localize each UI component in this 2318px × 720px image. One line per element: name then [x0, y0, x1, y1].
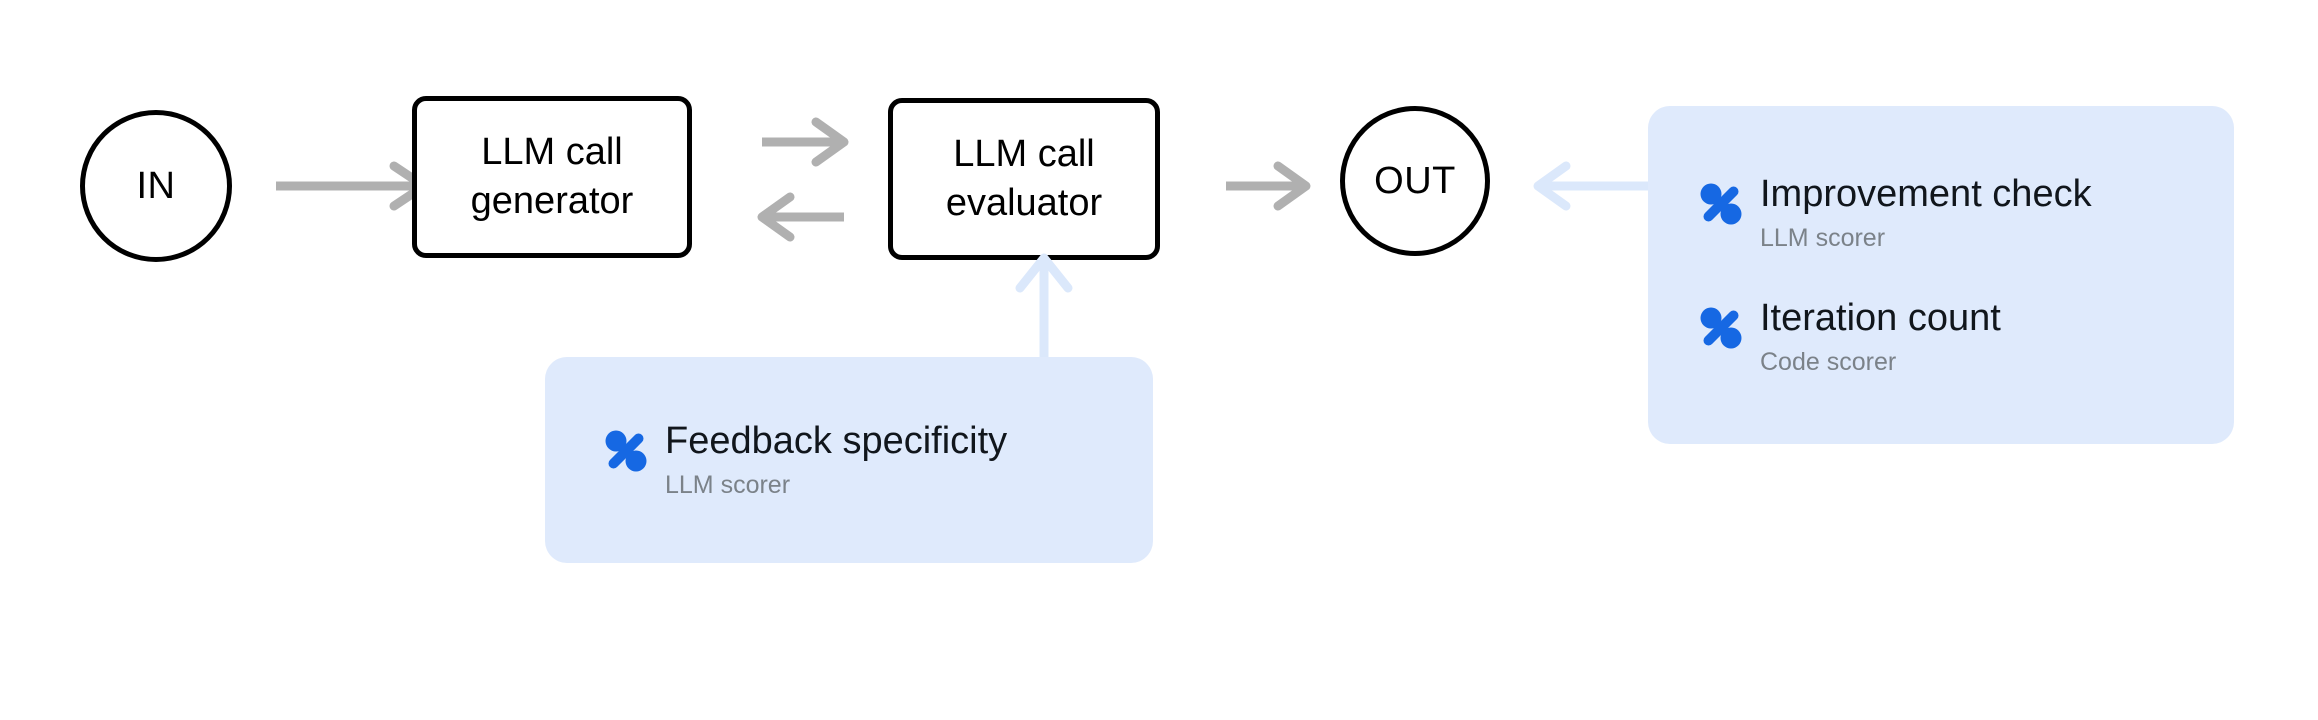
scorer-row-feedback-specificity[interactable]: Feedback specificity LLM scorer	[605, 420, 1153, 500]
scorer-title: Improvement check	[1760, 173, 2092, 216]
arrow-evaluator-to-out	[1222, 161, 1342, 211]
node-llm-call-evaluator-label: LLM call evaluator	[945, 133, 1103, 224]
scorer-title: Iteration count	[1760, 297, 2001, 339]
percent-icon	[605, 430, 647, 472]
arrow-evaluator-to-generator	[757, 192, 878, 242]
scorer-row-improvement-check[interactable]: Improvement check LLM scorer	[1700, 173, 2234, 253]
scorer-text-improvement-check: Improvement check LLM scorer	[1760, 173, 2092, 253]
node-in[interactable]: IN	[80, 110, 232, 262]
arrow-feedback-to-evaluator	[1012, 250, 1076, 370]
node-llm-call-generator-label: LLM call generator	[470, 131, 634, 222]
node-out-label: OUT	[1374, 160, 1456, 202]
node-in-label: IN	[136, 165, 176, 207]
output-scorer-card[interactable]: Improvement check LLM scorer Iteration c…	[1648, 106, 2234, 444]
scorer-text-feedback-specificity: Feedback specificity LLM scorer	[665, 420, 1007, 500]
scorer-row-iteration-count[interactable]: Iteration count Code scorer	[1700, 297, 2234, 377]
arrow-generator-to-evaluator	[758, 117, 878, 167]
percent-icon	[1700, 307, 1742, 349]
arrow-scorers-to-out	[1530, 161, 1665, 211]
scorer-subtitle: LLM scorer	[1760, 224, 1886, 252]
node-llm-call-generator[interactable]: LLM call generator	[412, 96, 692, 258]
node-llm-call-evaluator[interactable]: LLM call evaluator	[888, 98, 1160, 260]
percent-icon	[1700, 183, 1742, 225]
scorer-subtitle: Code scorer	[1760, 347, 1897, 376]
scorer-text-iteration-count: Iteration count Code scorer	[1760, 297, 2001, 377]
feedback-scorer-card[interactable]: Feedback specificity LLM scorer	[545, 357, 1153, 563]
node-out[interactable]: OUT	[1340, 106, 1490, 256]
scorer-subtitle: LLM scorer	[665, 470, 791, 499]
scorer-title: Feedback specificity	[665, 420, 1008, 463]
